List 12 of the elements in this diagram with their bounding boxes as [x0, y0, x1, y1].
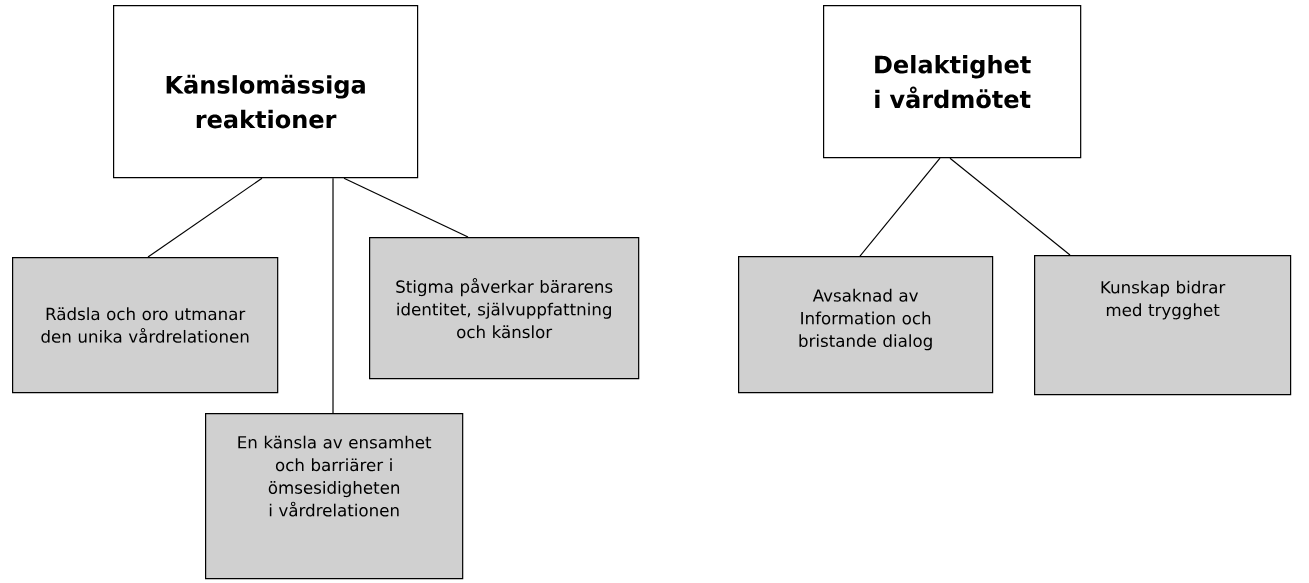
- theme-box: Rädsla och oro utmanar den unika vårdrelationen: [12, 257, 279, 394]
- connector-line: [949, 157, 1071, 256]
- heading-box: Känslomässiga reaktioner: [113, 5, 419, 179]
- theme-box: Stigma påverkar bärarens identitet, självuppfattning och känslor: [369, 237, 640, 380]
- theme-box: En känsla av ensamhet och barriärer i ömsesidigheten i vårdrelationen: [205, 413, 464, 580]
- connector-line: [332, 177, 334, 414]
- connector-line: [147, 177, 263, 258]
- connector-line: [343, 177, 469, 238]
- theme-box: Kunskap bidrar med trygghet: [1034, 255, 1292, 396]
- connector-line: [859, 157, 941, 257]
- heading-box: Delaktighet i vårdmötet: [823, 5, 1082, 159]
- theme-box: Avsaknad av Information och bristande dialog: [738, 256, 994, 394]
